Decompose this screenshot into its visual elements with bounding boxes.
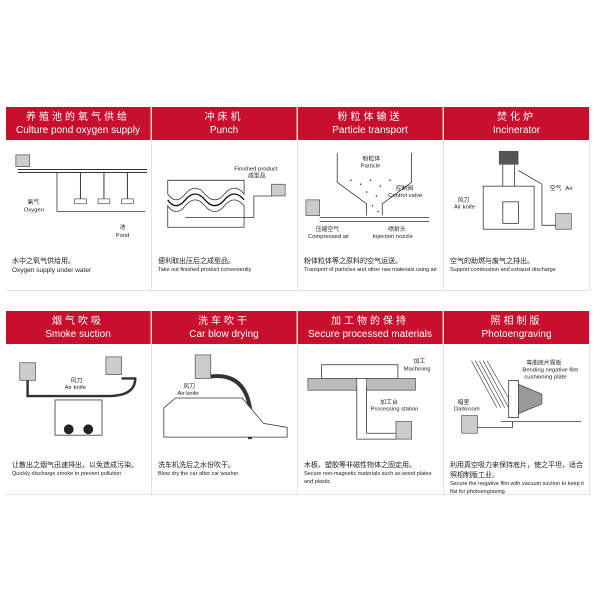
card-title-en: Incinerator — [492, 124, 541, 136]
svg-text:压缩空气: 压缩空气 — [316, 225, 340, 233]
card-header: 烟气吹吸 Smoke suction — [6, 311, 151, 344]
svg-text:弯曲底片靠板: 弯曲底片靠板 — [526, 359, 561, 367]
svg-text:Air knife: Air knife — [178, 391, 199, 397]
card-header: 焚化炉 Incinerator — [444, 107, 589, 140]
svg-text:Air knife: Air knife — [65, 385, 86, 391]
svg-text:Oxygen: Oxygen — [24, 208, 44, 214]
card-title-en: Car blow drying — [189, 328, 259, 340]
blower-icon — [555, 213, 572, 230]
card-punch: 冲床机 Punch Finished product 成型品 便利取出压后之成型… — [151, 107, 297, 290]
card-title-zh: 粉粒体输送 — [337, 111, 403, 123]
card-particle-transport: 粉粒体输送 Particle transport 粉粒体 Particle 控制… — [297, 107, 443, 290]
svg-text:Injection nozzle: Injection nozzle — [372, 234, 412, 240]
blower-icon — [395, 421, 412, 440]
svg-text:cushioning plate: cushioning plate — [524, 374, 566, 380]
svg-text:Compressed air: Compressed air — [308, 234, 349, 240]
svg-text:Finished product: Finished product — [234, 167, 278, 173]
card-title-zh: 养殖池的氧气供给 — [26, 111, 130, 123]
card-title-zh: 加工物的保持 — [331, 315, 409, 327]
card-smoke-suction: 烟气吹吸 Smoke suction 风刀 Air knife 让散出之烟气迅速… — [6, 311, 151, 494]
blower-icon — [15, 154, 30, 167]
blower-icon — [461, 415, 478, 434]
card-description: 木板、塑胶等非磁性物体之固定用。 Secure non-magnetic mat… — [304, 461, 432, 485]
car-blow-drying-illustration: 风刀 Air knife — [156, 348, 293, 448]
svg-text:风刀: 风刀 — [458, 197, 470, 204]
card-header: 洗车吹干 Car blow drying — [152, 311, 297, 344]
card-title-zh: 洗车吹干 — [198, 315, 250, 327]
card-title-en: Particle transport — [332, 124, 408, 136]
svg-text:Control valve: Control valve — [388, 193, 422, 199]
incinerator-illustration: 空气 Air 风刀 Air knife — [448, 144, 585, 244]
svg-text:Machining: Machining — [404, 367, 431, 373]
applications-row-1: 养殖池的氧气供给 Culture pond oxygen supply 氧气 O… — [6, 107, 590, 291]
svg-text:Air: Air — [565, 186, 572, 192]
card-description: 便利取出压后之成型品。 Take out finished product co… — [158, 257, 252, 273]
svg-text:加工台: 加工台 — [380, 398, 398, 406]
card-title-en: Photoengraving — [481, 328, 552, 340]
card-title-zh: 焚化炉 — [497, 111, 536, 123]
svg-text:暗室: 暗室 — [458, 398, 470, 406]
particle-transport-illustration: 粉粒体 Particle 控制阀 Control valve 压缩空气 Comp… — [302, 144, 439, 244]
applications-row-2: 烟气吹吸 Smoke suction 风刀 Air knife 让散出之烟气迅速… — [6, 311, 590, 495]
svg-text:池: 池 — [120, 223, 126, 231]
svg-text:粉粒体: 粉粒体 — [363, 155, 381, 163]
secure-materials-illustration: 加工 Machining 加工台 Processing station — [302, 348, 439, 448]
blower-icon — [305, 199, 320, 216]
card-title-en: Smoke suction — [45, 328, 111, 340]
svg-text:加工: 加工 — [414, 357, 426, 365]
card-photoengraving: 照相制版 Photoengraving 弯曲底片靠板 Bending negat… — [443, 311, 589, 495]
card-description: 粉体粒体等之原料的空气运送。 Transport of particles an… — [304, 257, 437, 273]
smoke-icon — [498, 150, 519, 165]
svg-text:空气: 空气 — [550, 184, 562, 192]
card-title-zh: 烟气吹吸 — [52, 315, 104, 327]
card-description: 让散出之烟气迅速排出，以免造成污染。 Quickly discharge smo… — [12, 461, 138, 477]
blower-icon — [19, 362, 36, 381]
card-incinerator: 焚化炉 Incinerator 空气 Air 风刀 Air knife — [443, 107, 589, 290]
svg-text:风刀: 风刀 — [71, 377, 83, 384]
card-title-en: Punch — [209, 124, 239, 136]
svg-text:Air knife: Air knife — [454, 205, 475, 211]
card-header: 粉粒体输送 Particle transport — [298, 107, 443, 140]
card-header: 冲床机 Punch — [152, 107, 297, 140]
card-culture-pond: 养殖池的氧气供给 Culture pond oxygen supply 氧气 O… — [6, 107, 151, 290]
card-description: 水中之氧气供给用。 Oxygen supply under water — [12, 257, 92, 274]
card-secure-materials: 加工物的保持 Secure processed materials 加工 Mac… — [297, 311, 443, 494]
card-car-blow-drying: 洗车吹干 Car blow drying 风刀 Air knife 洗车机洗后之… — [151, 311, 297, 494]
card-description: 空气的助燃与废气之排出。 Support combustion and exha… — [450, 257, 556, 273]
blower-icon — [105, 356, 122, 375]
svg-text:成型品: 成型品 — [248, 171, 266, 179]
card-header: 养殖池的氧气供给 Culture pond oxygen supply — [6, 107, 151, 140]
card-title-en: Culture pond oxygen supply — [16, 124, 140, 136]
svg-text:喷射头: 喷射头 — [388, 225, 406, 233]
svg-text:Processing station: Processing station — [371, 407, 419, 413]
card-description: 利用真空吸力来保持底片，使之平坦，适合照相制版工业。 Secure the ne… — [450, 461, 584, 495]
card-description: 洗车机洗后之水份吹干。 Blow dry the car after car w… — [158, 461, 239, 477]
smoke-suction-illustration: 风刀 Air knife — [10, 348, 147, 448]
svg-text:Darkroom: Darkroom — [454, 407, 480, 413]
card-title-zh: 冲床机 — [204, 111, 244, 123]
blower-icon — [194, 354, 212, 379]
punch-illustration: Finished product 成型品 — [156, 144, 293, 244]
photoengraving-illustration: 弯曲底片靠板 Bending negative film cushioning … — [448, 348, 585, 448]
blower-icon — [271, 183, 286, 197]
svg-text:Bending negative film: Bending negative film — [522, 368, 578, 374]
pond-oxygen-illustration: 氧气 Oxygen 池 Pond — [10, 144, 147, 244]
card-title-zh: 照相制版 — [490, 315, 543, 327]
svg-text:氧气: 氧气 — [28, 198, 40, 206]
svg-text:控制阀: 控制阀 — [396, 184, 414, 192]
card-header: 照相制版 Photoengraving — [444, 311, 589, 344]
svg-text:风刀: 风刀 — [183, 383, 195, 390]
car-icon — [163, 397, 288, 438]
card-title-en: Secure processed materials — [308, 328, 432, 340]
svg-text:Pond: Pond — [116, 233, 130, 239]
card-header: 加工物的保持 Secure processed materials — [298, 311, 443, 344]
svg-text:Particle: Particle — [361, 164, 381, 170]
